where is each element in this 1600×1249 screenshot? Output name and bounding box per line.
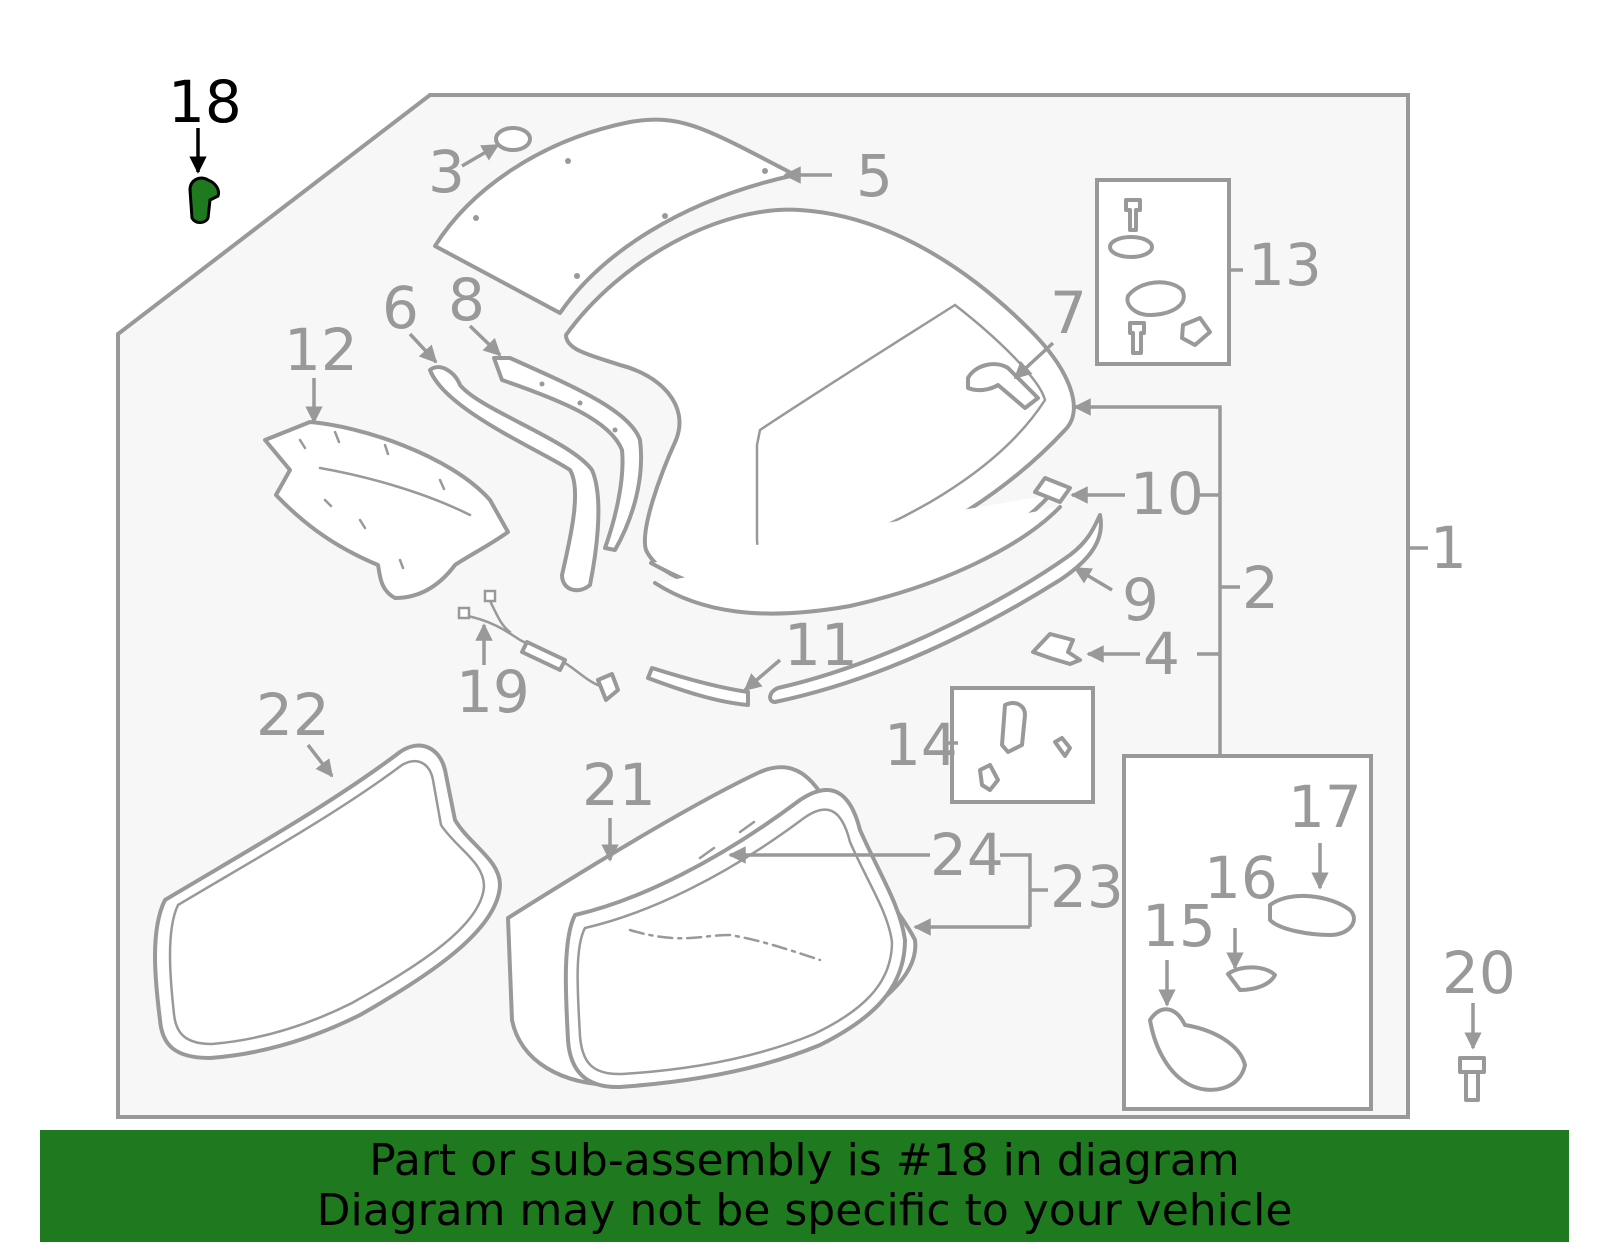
part-17	[1268, 893, 1356, 937]
part-6-side-bar	[428, 365, 601, 593]
callout-1: 1	[1430, 514, 1467, 582]
callout-14: 14	[884, 711, 958, 779]
part-20-bolt	[1458, 1056, 1486, 1102]
callout-12: 12	[284, 316, 358, 384]
callout-2: 2	[1242, 554, 1279, 622]
callout-7: 7	[1050, 279, 1087, 347]
part-18-highlighted	[188, 176, 220, 224]
callout-4: 4	[1143, 620, 1180, 688]
part-11-strip	[646, 666, 750, 707]
info-banner: Part or sub-assembly is #18 in diagram D…	[40, 1130, 1569, 1242]
callout-22: 22	[256, 681, 330, 749]
callout-20: 20	[1442, 939, 1516, 1007]
leader-lines	[189, 128, 1482, 1050]
callout-9: 9	[1122, 566, 1159, 634]
part-5-headliner	[433, 117, 797, 315]
callout-10: 10	[1130, 460, 1204, 528]
callout-16: 16	[1204, 844, 1278, 912]
callout-13: 13	[1248, 231, 1322, 299]
part-4-bracket	[1031, 632, 1082, 666]
part-22-rear-window	[153, 743, 502, 1060]
callout-11: 11	[784, 611, 858, 679]
part-14-kit	[978, 701, 1072, 792]
callout-17: 17	[1288, 773, 1362, 841]
callout-3: 3	[428, 138, 465, 206]
callout-15: 15	[1142, 892, 1216, 960]
part-3-grommet	[494, 126, 532, 152]
part-2-soft-top	[564, 207, 1076, 616]
callout-21: 21	[582, 751, 656, 819]
callout-8: 8	[448, 266, 485, 334]
callout-23: 23	[1050, 853, 1124, 921]
part-19-cable	[457, 589, 620, 702]
part-8-side-bar	[492, 356, 644, 552]
callout-6: 6	[382, 274, 419, 342]
part-21-window-frame	[506, 765, 918, 1090]
part-10-weatherstrip	[1033, 476, 1072, 504]
part-13-kit	[1108, 198, 1212, 355]
part-9-rail	[768, 513, 1103, 704]
kit-box-13	[1095, 178, 1231, 366]
callout-5: 5	[856, 142, 893, 210]
callout-18: 18	[168, 68, 242, 136]
banner-line-2: Diagram may not be specific to your vehi…	[316, 1185, 1293, 1236]
callout-24: 24	[930, 821, 1004, 889]
part-7-latch	[966, 362, 1040, 410]
part-15	[1148, 1007, 1247, 1092]
callout-labels: 18 3 5 13 6 8 7 12 10 1 2 9 11 4 19 22 1…	[168, 68, 1516, 1007]
banner-line-1: Part or sub-assembly is #18 in diagram	[369, 1135, 1240, 1186]
part-12-trim-panel	[263, 420, 510, 600]
callout-19: 19	[456, 658, 530, 726]
